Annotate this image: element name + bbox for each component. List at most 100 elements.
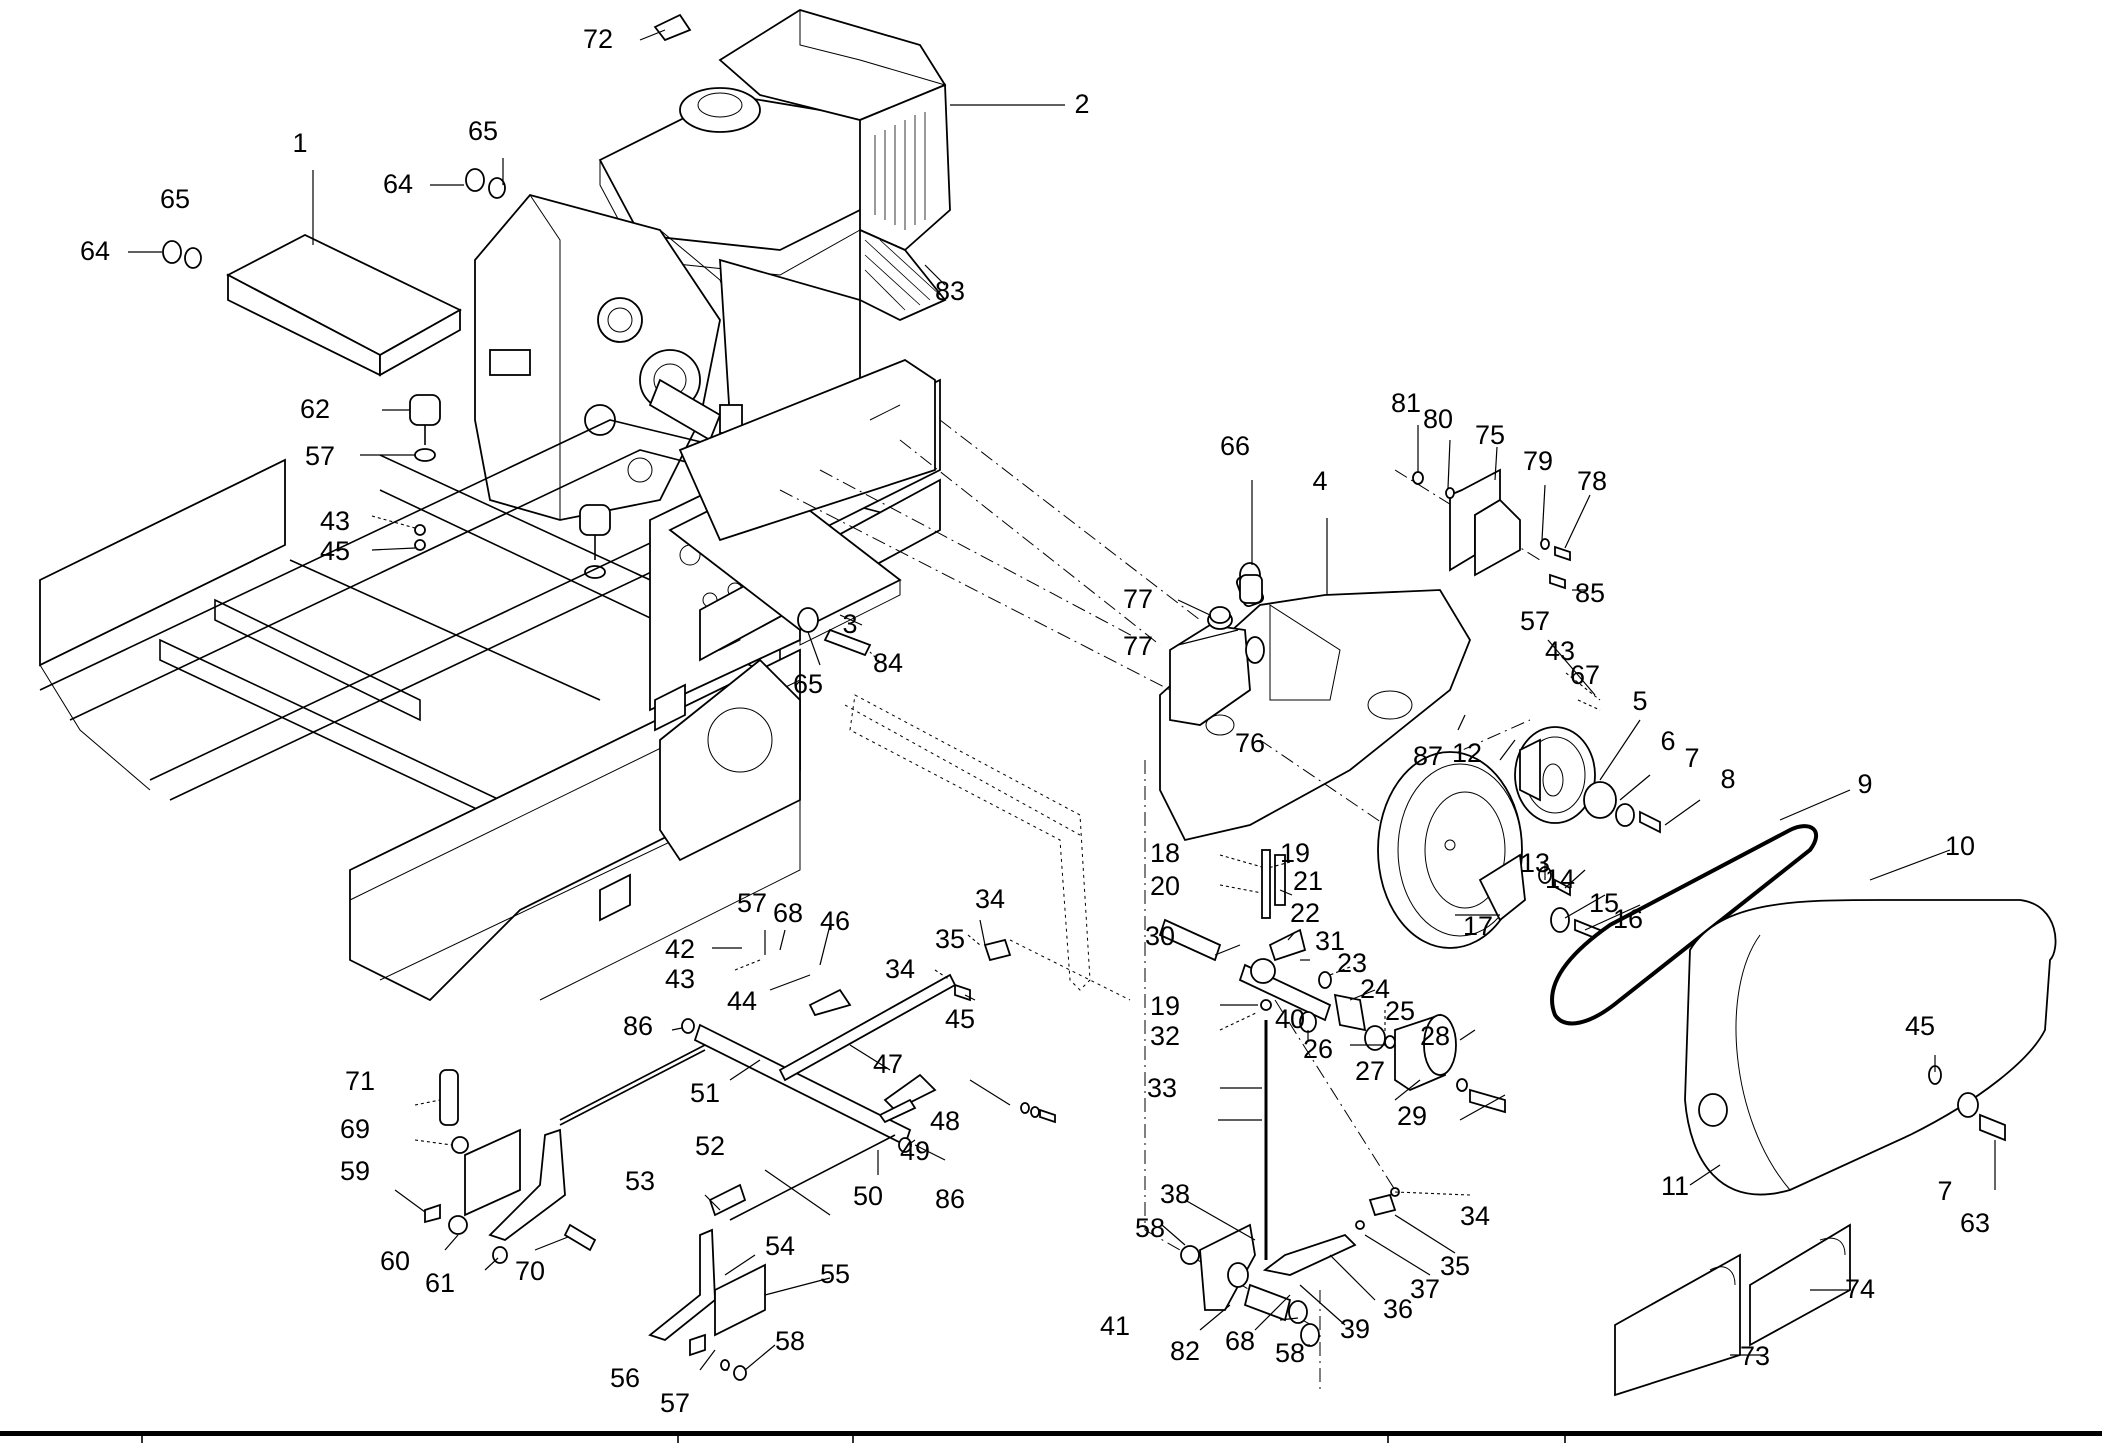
callout-label-45: 45 — [945, 1004, 975, 1034]
v-belt — [1550, 824, 1818, 1026]
callout-label-29: 29 — [1397, 1101, 1427, 1131]
callout-label-5: 5 — [1632, 686, 1647, 716]
drive-pulley — [1514, 726, 1661, 834]
callout-label-67: 67 — [1570, 660, 1600, 690]
callout-label-24: 24 — [1360, 974, 1390, 1004]
callout-label-35: 35 — [935, 924, 965, 954]
callout-label-50: 50 — [853, 1181, 883, 1211]
callout-label-57: 57 — [737, 888, 767, 918]
callout-label-12: 12 — [1452, 738, 1482, 768]
cross-shaft-linkage — [559, 938, 1056, 1221]
callout-label-52: 52 — [695, 1131, 725, 1161]
callout-label-28: 28 — [1420, 1021, 1450, 1051]
engine-hardware — [162, 13, 1263, 657]
callout-label-19: 19 — [1150, 991, 1180, 1021]
callout-label-87: 87 — [1413, 741, 1443, 771]
callout-label-18: 18 — [1150, 838, 1180, 868]
callout-label-68: 68 — [1225, 1326, 1255, 1356]
callout-label-60: 60 — [380, 1246, 410, 1276]
callout-label-1: 1 — [292, 128, 307, 158]
callout-label-8: 8 — [1720, 764, 1735, 794]
callout-label-9: 9 — [1857, 769, 1872, 799]
callout-label-57: 57 — [305, 441, 335, 471]
callout-label-62: 62 — [300, 394, 330, 424]
callout-label-40: 40 — [1275, 1004, 1305, 1034]
callout-label-43: 43 — [320, 506, 350, 536]
callout-label-31: 31 — [1315, 926, 1345, 956]
callout-label-49: 49 — [900, 1136, 930, 1166]
belt-cover — [1684, 899, 2057, 1196]
callout-label-30: 30 — [1145, 921, 1175, 951]
callout-label-7: 7 — [1937, 1176, 1952, 1206]
callout-label-65: 65 — [160, 184, 190, 214]
callout-label-42: 42 — [665, 934, 695, 964]
callout-label-54: 54 — [765, 1231, 795, 1261]
callout-label-16: 16 — [1613, 904, 1643, 934]
callout-label-61: 61 — [425, 1268, 455, 1298]
callout-label-21: 21 — [1293, 866, 1323, 896]
callout-label-59: 59 — [340, 1156, 370, 1186]
callout-label-34: 34 — [975, 884, 1005, 914]
callout-label-64: 64 — [383, 169, 413, 199]
middle-lever-assembly — [648, 1183, 766, 1381]
callout-label-58: 58 — [1275, 1338, 1305, 1368]
machine-frame — [39, 358, 941, 1002]
callout-label-51: 51 — [690, 1078, 720, 1108]
callout-label-26: 26 — [1303, 1034, 1333, 1064]
callout-label-72: 72 — [583, 24, 613, 54]
callout-label-57: 57 — [1520, 606, 1550, 636]
callout-label-34: 34 — [885, 954, 915, 984]
callout-label-65: 65 — [793, 669, 823, 699]
callout-label-65: 65 — [468, 116, 498, 146]
callout-label-75: 75 — [1475, 420, 1505, 450]
callout-label-4: 4 — [1312, 466, 1327, 496]
callout-label-55: 55 — [820, 1259, 850, 1289]
callout-label-47: 47 — [873, 1049, 903, 1079]
callout-label-17: 17 — [1463, 911, 1493, 941]
callout-label-15: 15 — [1589, 888, 1619, 918]
callout-label-53: 53 — [625, 1166, 655, 1196]
callout-label-11: 11 — [1661, 1171, 1689, 1201]
callout-label-44: 44 — [727, 986, 757, 1016]
callout-label-41: 41 — [1100, 1311, 1130, 1341]
callout-label-20: 20 — [1150, 871, 1180, 901]
rubber-mounts — [409, 394, 611, 579]
title-block-strip — [0, 1431, 2102, 1443]
callout-label-74: 74 — [1845, 1274, 1875, 1304]
callout-label-81: 81 — [1391, 388, 1421, 418]
callout-label-7: 7 — [1684, 743, 1699, 773]
callout-label-46: 46 — [820, 906, 850, 936]
callout-label-64: 64 — [80, 236, 110, 266]
callout-label-36: 36 — [1383, 1294, 1413, 1324]
callout-label-6: 6 — [1660, 726, 1675, 756]
engine-mounting-plate — [226, 233, 462, 377]
engine — [474, 9, 951, 521]
callout-label-32: 32 — [1150, 1021, 1180, 1051]
callout-label-77: 77 — [1123, 631, 1153, 661]
callout-label-84: 84 — [873, 648, 903, 678]
callout-label-76: 76 — [1235, 728, 1265, 758]
callout-label-35: 35 — [1440, 1251, 1470, 1281]
callout-label-10: 10 — [1945, 831, 1975, 861]
callout-label-2: 2 — [1074, 89, 1089, 119]
left-lever-assembly — [424, 1069, 597, 1264]
callout-label-34: 34 — [1460, 1201, 1490, 1231]
callout-label-45: 45 — [1905, 1011, 1935, 1041]
callout-label-39: 39 — [1340, 1314, 1370, 1344]
callout-label-79: 79 — [1523, 446, 1553, 476]
callout-label-56: 56 — [610, 1363, 640, 1393]
callout-label-38: 38 — [1160, 1179, 1190, 1209]
drive-chain-phantom — [844, 694, 1131, 1001]
callout-label-78: 78 — [1577, 466, 1607, 496]
callout-label-85: 85 — [1575, 578, 1605, 608]
callout-label-82: 82 — [1170, 1336, 1200, 1366]
driven-pulley — [1377, 751, 1601, 949]
callout-label-77: 77 — [1123, 584, 1153, 614]
leader-lines — [128, 29, 1996, 1371]
callout-label-23: 23 — [1337, 948, 1367, 978]
callout-label-69: 69 — [340, 1114, 370, 1144]
callout-label-33: 33 — [1147, 1073, 1177, 1103]
callout-label-58: 58 — [775, 1326, 805, 1356]
callout-label-57: 57 — [660, 1388, 690, 1418]
